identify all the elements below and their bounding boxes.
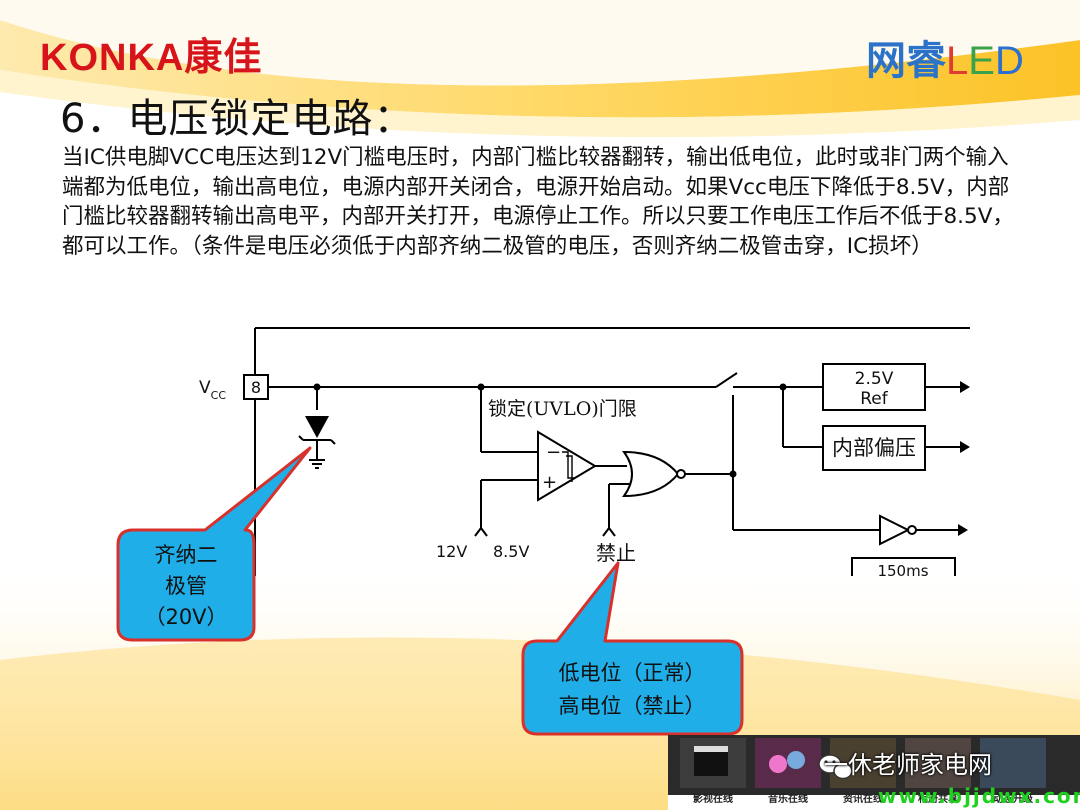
logo-letter-d: D [994, 39, 1024, 83]
threshold-12v-label: 12V [436, 542, 467, 561]
nor-gate-bubble [676, 469, 686, 479]
zener-callout: 齐纳二 极管 （20V） [116, 446, 312, 642]
inverter-symbol [879, 514, 911, 546]
uvlo-threshold-label: 锁定(UVLO)门限 [488, 398, 637, 420]
footer-thumbnail-strip: 影视在线 音乐在线 资讯在线 相册共享 动态升级 [668, 735, 1080, 810]
pin-number: 8 [251, 378, 261, 397]
internal-switch [715, 372, 738, 388]
logo-letter-e: E [968, 39, 995, 83]
inhibit-tick-left [602, 527, 610, 537]
thumb-album-icon [905, 738, 971, 788]
junction-bias [779, 383, 787, 391]
junction-switch-control [729, 470, 737, 478]
timer-label: 150ms [877, 562, 928, 580]
zener-callout-line-3: （20V） [144, 605, 227, 629]
state-callout-line-2: 高电位（禁止） [559, 694, 706, 718]
logo-text-wangrui: 网睿 [866, 39, 946, 83]
pin-8-box [243, 374, 269, 400]
thumb-label-1: 影视在线 [693, 792, 733, 805]
internal-bias-box [822, 425, 926, 471]
inhibit-tick-right [608, 527, 616, 537]
comparator-symbol [537, 430, 597, 502]
timer-box [851, 557, 956, 576]
thumb-update-icon [980, 738, 1046, 788]
state-callout: 低电位（正常） 高电位（禁止） [521, 561, 744, 736]
nor-gate-symbol [622, 450, 680, 498]
internal-bias-label: 内部偏压 [832, 436, 916, 460]
inverter-arrow [958, 524, 968, 536]
ref-box [822, 363, 926, 411]
wangrui-led-logo: 网睿LED [866, 28, 1024, 86]
comparator-plus-sign: + [542, 472, 557, 493]
logo-letter-l: L [946, 39, 969, 83]
threshold-85v-tick [480, 527, 488, 537]
zener-callout-line-1: 齐纳二 [155, 543, 218, 567]
inhibit-label: 禁止 [596, 541, 636, 565]
thumb-label-3: 资讯在线 [843, 792, 883, 805]
junction-zener [313, 383, 321, 391]
thumb-label-4: 相册共享 [918, 792, 958, 805]
zener-diode-symbol [305, 416, 329, 438]
thumb-label-2: 音乐在线 [768, 792, 808, 805]
ref-arrow [960, 381, 970, 393]
wechat-icon [818, 754, 853, 780]
zener-callout-line-2: 极管 [165, 574, 207, 598]
watermark-url: www.bjjdwx.com [878, 784, 1080, 808]
ref-label: Ref [860, 389, 889, 409]
thumb-label-5: 动态升级 [993, 792, 1034, 805]
threshold-85v-label: 8.5V [493, 542, 529, 561]
threshold-12v-tick [474, 527, 482, 537]
hysteresis-symbol [562, 451, 574, 482]
comparator-minus-sign: − [546, 442, 561, 463]
watermark-text: 一休老师家电网 [824, 751, 992, 779]
state-callout-line-1: 低电位（正常） [559, 661, 706, 685]
ref-voltage-label: 2.5V [855, 369, 894, 389]
junction-comparator [477, 383, 485, 391]
inverter-bubble [907, 525, 917, 535]
slide-body-text: 当IC供电脚VCC电压达到12V门槛电压时，内部门槛比较器翻转，输出低电位，此时… [62, 145, 1014, 259]
bias-arrow [960, 441, 970, 453]
konka-logo: KONKA康佳 [40, 37, 263, 79]
zener-cathode-bar [298, 435, 336, 445]
vcc-label: VCC [199, 378, 226, 402]
slide-title: 6．电压锁定电路： [60, 96, 415, 142]
